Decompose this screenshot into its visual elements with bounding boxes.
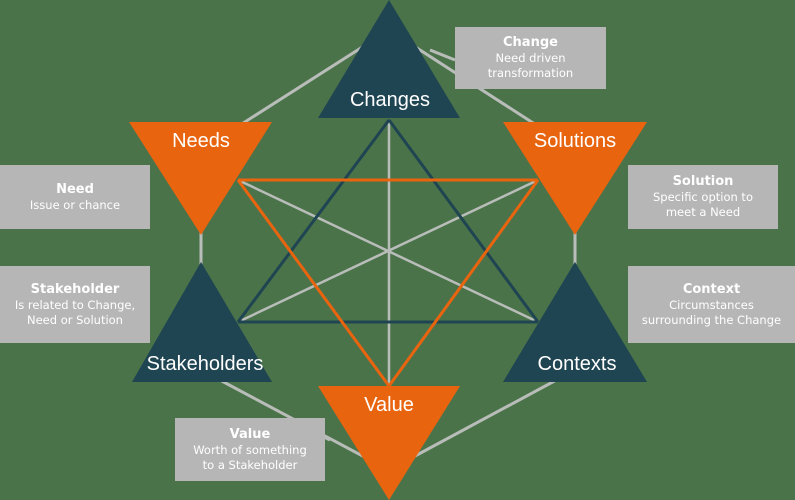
line-solutions-stakeholders [237, 178, 539, 324]
solutions-label: Solutions [533, 130, 617, 152]
connector-contexts-value [388, 368, 576, 472]
solution-definition-box: Solution Specific option to meet a Need [628, 165, 778, 229]
context-definition-title: Context [682, 281, 741, 297]
stakeholder-definition-title: Stakeholder [30, 281, 120, 297]
stakeholder-definition-line2: Need or Solution [27, 312, 123, 327]
orange-inner-triangle [236, 178, 540, 387]
stakeholder-definition-box: Stakeholder Is related to Change, Need o… [0, 266, 150, 343]
change-definition-line2: transformation [487, 66, 574, 80]
contexts-label: Contexts [537, 353, 617, 375]
solution-definition-line1: Specific option to [653, 190, 753, 204]
needs-triangle [129, 122, 272, 235]
solution-definition-line2: meet a Need [665, 205, 741, 219]
dark-inner-triangle [236, 119, 540, 324]
need-definition-line1: Issue or chance [29, 197, 121, 212]
stakeholders-triangle [132, 262, 272, 382]
value-definition-line2: to a Stakeholder [202, 457, 298, 472]
need-definition-box: Need Issue or chance [0, 165, 150, 229]
value-definition-box: Value Worth of something to a Stakeholde… [175, 418, 325, 481]
context-definition-line1: Circumstances [669, 297, 754, 312]
change-definition-title: Change [503, 35, 558, 50]
context-definition-box: Context Circumstances surrounding the Ch… [628, 266, 795, 343]
change-definition-line1: Need driven [495, 51, 566, 65]
value-triangle [318, 386, 460, 500]
need-definition-title: Need [56, 181, 94, 197]
solutions-triangle [503, 122, 647, 235]
solution-definition-title: Solution [672, 174, 734, 189]
value-definition-line1: Worth of something [193, 442, 307, 457]
stakeholders-label: Stakeholders [146, 353, 264, 375]
change-definition-box: Change Need driven transformation [455, 27, 606, 89]
context-definition-line2: surrounding the Change [641, 312, 782, 327]
changes-triangle [318, 0, 460, 118]
stakeholder-definition-line1: Is related to Change, [14, 297, 136, 312]
changes-label: Changes [349, 89, 431, 111]
contexts-triangle [503, 262, 647, 382]
needs-label: Needs [172, 130, 230, 152]
inner-gray-lines [237, 120, 539, 386]
value-label: Value [364, 394, 414, 416]
value-definition-title: Value [229, 426, 271, 442]
